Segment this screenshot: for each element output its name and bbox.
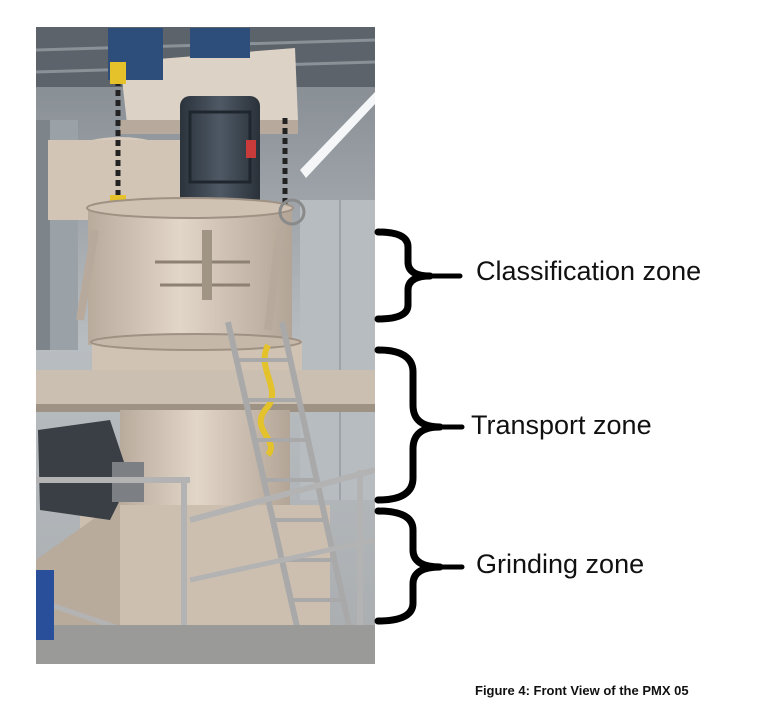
figure-caption: Figure 4: Front View of the PMX 05: [475, 683, 689, 698]
support-arm: [264, 229, 284, 331]
grinding-zone-label: Grinding zone: [476, 549, 645, 579]
hoist: [190, 28, 250, 58]
handwheel: [278, 198, 306, 226]
motor-label: [246, 140, 256, 158]
duct-shade: [36, 120, 50, 350]
railing: [189, 467, 375, 523]
support-arm: [76, 229, 99, 321]
grinding-housing: [80, 505, 330, 625]
machine-photo: [36, 27, 375, 664]
transport-zone-label: Transport zone: [471, 410, 652, 440]
gearbox: [38, 420, 130, 520]
blue-object: [36, 570, 54, 640]
classifier-cylinder: [88, 205, 292, 345]
classifier-hinge: [202, 230, 212, 300]
ceiling-light: [300, 92, 375, 178]
chain-hook: [110, 62, 126, 84]
floor: [36, 625, 375, 664]
transport-rim: [90, 333, 302, 351]
zone-brackets: [374, 228, 465, 625]
bracket-classification: [374, 228, 434, 323]
platform-beam-shade: [36, 404, 375, 412]
bracket-grinding: [374, 507, 444, 625]
motor: [180, 96, 260, 208]
bracket-transport: [374, 346, 444, 504]
platform-beam: [36, 370, 375, 408]
classification-zone-label: Classification zone: [476, 256, 702, 286]
railing: [189, 537, 375, 583]
classifier-top-rim: [86, 197, 294, 219]
grinding-housing-left: [36, 500, 120, 625]
